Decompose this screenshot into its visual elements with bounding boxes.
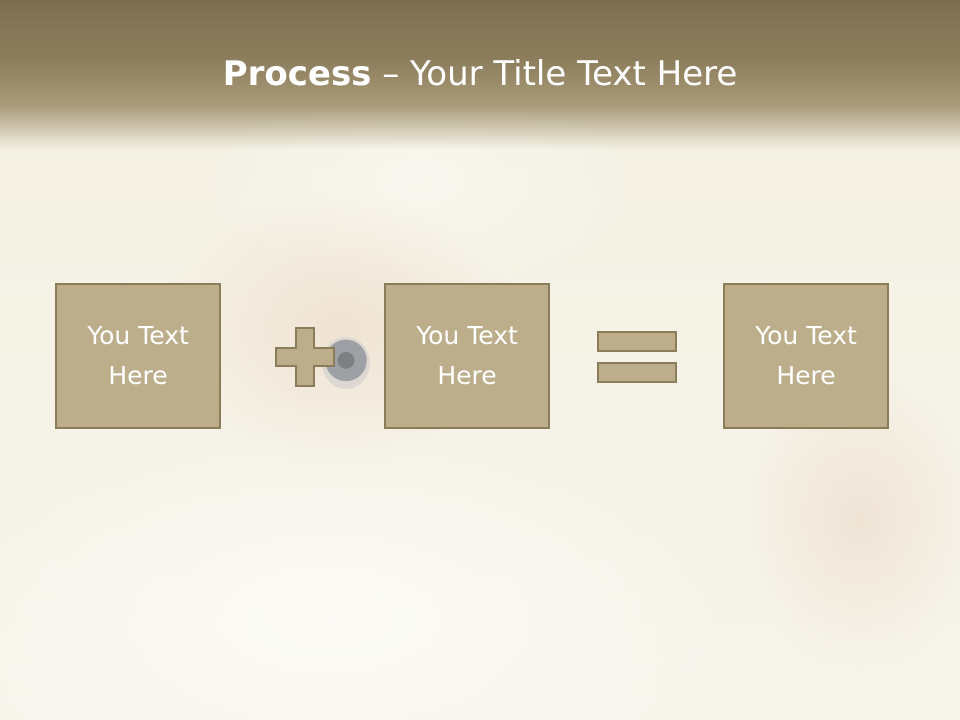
title-rest: – Your Title Text Here [371, 54, 738, 94]
plus-icon [275, 327, 335, 387]
box-line-1: You Text [755, 321, 857, 350]
box-line-1: You Text [416, 321, 518, 350]
slide-title: Process – Your Title Text Here [0, 52, 960, 96]
box-line-2: Here [776, 361, 836, 390]
box-line-1: You Text [87, 321, 189, 350]
title-bar [0, 0, 960, 150]
title-bold: Process [222, 54, 372, 94]
equals-icon [597, 331, 677, 383]
box-line-2: Here [437, 361, 497, 390]
box-line-2: Here [108, 361, 168, 390]
